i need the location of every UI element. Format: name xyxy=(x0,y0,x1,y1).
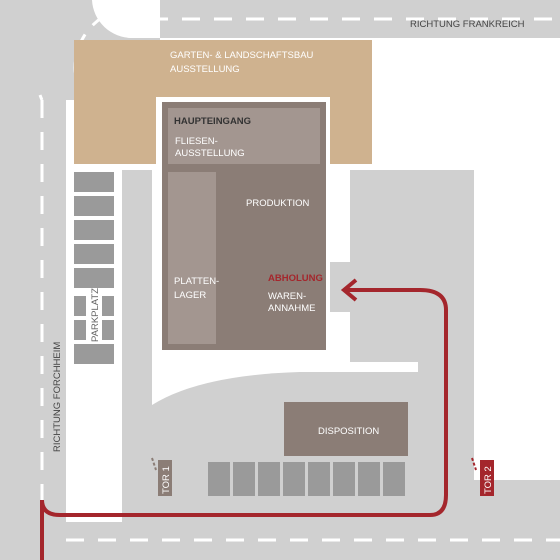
goods-receipt-line2: ANNAHME xyxy=(268,303,316,314)
delivery-route-line xyxy=(40,288,448,560)
parking-slots-bottom xyxy=(208,462,405,496)
parking-slot xyxy=(74,344,114,364)
parking-slot xyxy=(308,462,330,496)
plate-storage-line2: LAGER xyxy=(174,290,206,301)
gate-1: TOR 1 xyxy=(151,457,172,496)
tile-exhibition xyxy=(168,108,320,164)
left-road xyxy=(0,0,66,560)
main-entrance-label: HAUPTEINGANG xyxy=(174,116,251,127)
production-label: PRODUKTION xyxy=(246,198,309,209)
gate-1-label: TOR 1 xyxy=(161,466,172,494)
gate-2-label: TOR 2 xyxy=(483,466,494,494)
parking-slot xyxy=(233,462,255,496)
access-road-left xyxy=(122,170,152,522)
plate-storage-line1: PLATTEN- xyxy=(174,276,219,287)
garden-label-line2: AUSSTELLUNG xyxy=(170,64,240,75)
parking-label-bg xyxy=(86,294,102,342)
parking-slot xyxy=(258,462,280,496)
parking-slot xyxy=(283,462,305,496)
disposition-building xyxy=(284,402,408,456)
road-label-forchheim: RICHTUNG FORCHHEIM xyxy=(52,342,63,452)
plate-storage xyxy=(168,172,216,344)
tile-exhibition-line2: AUSSTELLUNG xyxy=(175,148,245,159)
roundabout-island xyxy=(92,0,160,39)
parking-slot xyxy=(74,196,114,216)
route-arrowhead-icon xyxy=(340,278,358,302)
parking-label: PARKPLATZ xyxy=(90,288,101,342)
disposition-label: DISPOSITION xyxy=(318,426,379,437)
pickup-label: ABHOLUNG xyxy=(268,273,323,284)
garden-label-line1: GARTEN- & LANDSCHAFTSBAU xyxy=(170,50,314,61)
gate-2: TOR 2 xyxy=(471,457,494,496)
parking-slot xyxy=(333,462,355,496)
right-lot xyxy=(350,170,474,362)
lane-markings xyxy=(38,6,560,542)
parking-slot xyxy=(358,462,380,496)
parking-slot xyxy=(74,220,114,240)
parking-slots-left xyxy=(74,172,114,364)
curbs xyxy=(66,38,560,522)
goods-receipt-line1: WAREN- xyxy=(268,291,306,302)
parking-slot xyxy=(74,268,114,288)
road-label-france: RICHTUNG FRANKREICH xyxy=(410,19,525,30)
parking-slot xyxy=(208,462,230,496)
parking-slot xyxy=(74,172,114,192)
parking-slot xyxy=(383,462,405,496)
parking-slot xyxy=(74,244,114,264)
tile-exhibition-line1: FLIESEN- xyxy=(175,136,218,147)
